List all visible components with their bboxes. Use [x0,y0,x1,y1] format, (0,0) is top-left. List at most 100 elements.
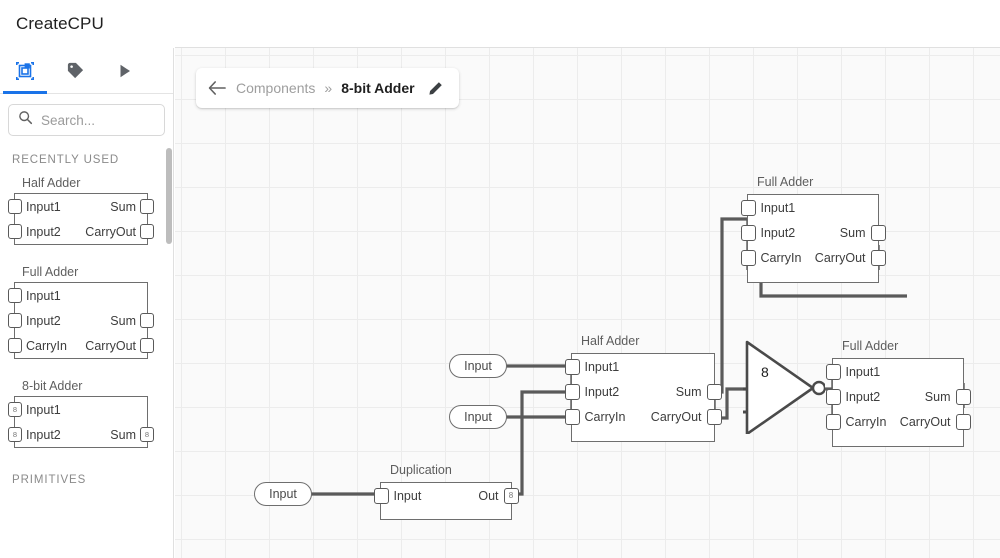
node-port-input[interactable] [740,199,756,216]
canvas-node-full-adder-top[interactable]: Full Adder Input1 Input2 Sum CarryIn [740,175,886,283]
canvas-input-pill-1[interactable]: Input [449,354,507,378]
canvas-top-divider [175,47,1000,48]
node-port-input[interactable] [373,487,389,504]
pill-label: Input [464,359,492,373]
node-box[interactable]: Input1 Input2 Sum CarryIn CarryOut [740,194,886,283]
section-label-primitives: PRIMITIVES [12,474,87,486]
port-output[interactable] [140,199,154,214]
node-box[interactable]: Input1 Input2 Sum CarryIn CarryOut [825,358,971,447]
node-port-row: Input2 Sum [825,384,971,409]
node-port-output[interactable] [870,249,886,266]
component-title: 8-bit Adder [22,379,83,393]
wire-duplication-to-halfadder-input2 [512,390,571,496]
search-input[interactable] [41,112,155,128]
component-preview-box: Input1 Sum Input2 CarryOut [8,193,154,245]
node-port-label: Out [478,488,499,503]
breadcrumb-parent[interactable]: Components [236,80,316,96]
port-input[interactable] [8,199,22,214]
port-label: Input1 [26,402,61,417]
node-port-row: Input1 [825,359,963,384]
search-icon [18,110,33,130]
arrow-left-icon [208,81,226,95]
node-port-input[interactable] [740,224,756,241]
circuit-canvas[interactable]: Components » 8-bit Adder Full Adder Inpu… [175,48,1000,558]
port-row: 8 Input2 Sum 8 [8,422,154,447]
port-output[interactable] [140,313,154,328]
node-port-input[interactable] [740,249,756,266]
canvas-input-pill-2[interactable]: Input [449,405,507,429]
tab-run[interactable] [100,48,150,94]
port-output[interactable] [140,224,154,239]
port-input[interactable] [8,313,22,328]
port-output[interactable]: 8 [140,427,154,442]
port-output[interactable] [140,338,154,353]
node-port-row: Input2 Sum [564,379,722,404]
app-title: CreateCPU [16,14,104,33]
port-row: CarryIn CarryOut [8,333,154,358]
breadcrumb-separator: » [324,80,333,96]
port-input[interactable] [8,224,22,239]
title-bar: CreateCPU [0,0,1000,48]
tab-labels[interactable] [50,48,100,94]
node-port-label: CarryOut [650,409,702,424]
port-input[interactable]: 8 [8,427,22,442]
component-preview-box: 8 Input1 8 Input2 Sum 8 [8,396,154,448]
node-port-output[interactable] [870,224,886,241]
node-port-label: Input [393,488,422,503]
canvas-input-pill-3[interactable]: Input [254,482,312,506]
node-port-label: Input2 [760,225,796,240]
edit-name-button[interactable] [428,81,443,96]
canvas-node-duplication[interactable]: Duplication Input Out 8 [373,463,519,520]
node-port-label: CarryIn [584,409,626,424]
canvas-node-full-adder-right[interactable]: Full Adder Input1 Input2 Sum CarryIn [825,339,971,447]
port-label: Sum [110,313,136,328]
back-button[interactable] [208,80,227,96]
node-box[interactable]: Input Out 8 [373,482,519,520]
buffer-triangle-icon [738,340,827,436]
port-row: Input2 Sum [8,308,154,333]
canvas-node-half-adder[interactable]: Half Adder Input1 Input2 Sum CarryIn [564,334,722,442]
pencil-icon [428,81,442,95]
node-port-input[interactable] [564,358,580,375]
node-port-input[interactable] [564,383,580,400]
node-port-output[interactable] [706,408,722,425]
node-port-row: Input1 [740,195,878,220]
node-port-label: CarryIn [760,250,802,265]
node-port-label: CarryOut [899,414,951,429]
breadcrumb: Components » 8-bit Adder [196,68,459,108]
node-box[interactable]: Input1 Input2 Sum CarryIn CarryOut [564,353,722,442]
node-port-input[interactable] [825,413,841,430]
node-port-input[interactable] [825,388,841,405]
port-row: 8 Input1 [8,397,147,422]
port-input[interactable] [8,288,22,303]
port-label: CarryIn [26,338,67,353]
port-input[interactable] [8,338,22,353]
port-label: Input1 [26,288,61,303]
search-box[interactable] [8,104,165,136]
node-port-row: CarryIn CarryOut [825,409,971,434]
sidebar-component-half-adder[interactable]: Half Adder Input1 Sum Input2 [0,172,173,251]
node-port-output[interactable] [955,388,971,405]
tab-components[interactable] [0,48,50,94]
node-port-output[interactable] [955,413,971,430]
node-port-label: Sum [839,225,866,240]
node-port-input[interactable] [564,408,580,425]
sidebar-component-8-bit-adder[interactable]: 8-bit Adder 8 Input1 8 Input2 Sum [0,365,173,454]
port-row: Input1 [8,283,147,308]
sidebar-component-full-adder[interactable]: Full Adder Input1 Input2 Sum [0,251,173,365]
node-port-label: Input2 [845,389,881,404]
node-port-row: Input2 Sum [740,220,886,245]
component-preview-box: Input1 Input2 Sum [8,282,154,359]
port-label: Input2 [26,224,61,239]
node-port-input[interactable] [825,363,841,380]
sidebar: RECENTLY USED Half Adder Input1 Sum [0,48,174,558]
node-port-output[interactable]: 8 [503,487,519,504]
pill-label: Input [464,410,492,424]
component-icon [15,61,35,81]
search-container [0,94,173,142]
sidebar-scrollbar[interactable] [166,148,172,244]
node-port-output[interactable] [706,383,722,400]
canvas-buffer-gate[interactable]: 8 [738,338,827,439]
node-port-row: Input Out 8 [373,483,519,508]
port-input[interactable]: 8 [8,402,22,417]
